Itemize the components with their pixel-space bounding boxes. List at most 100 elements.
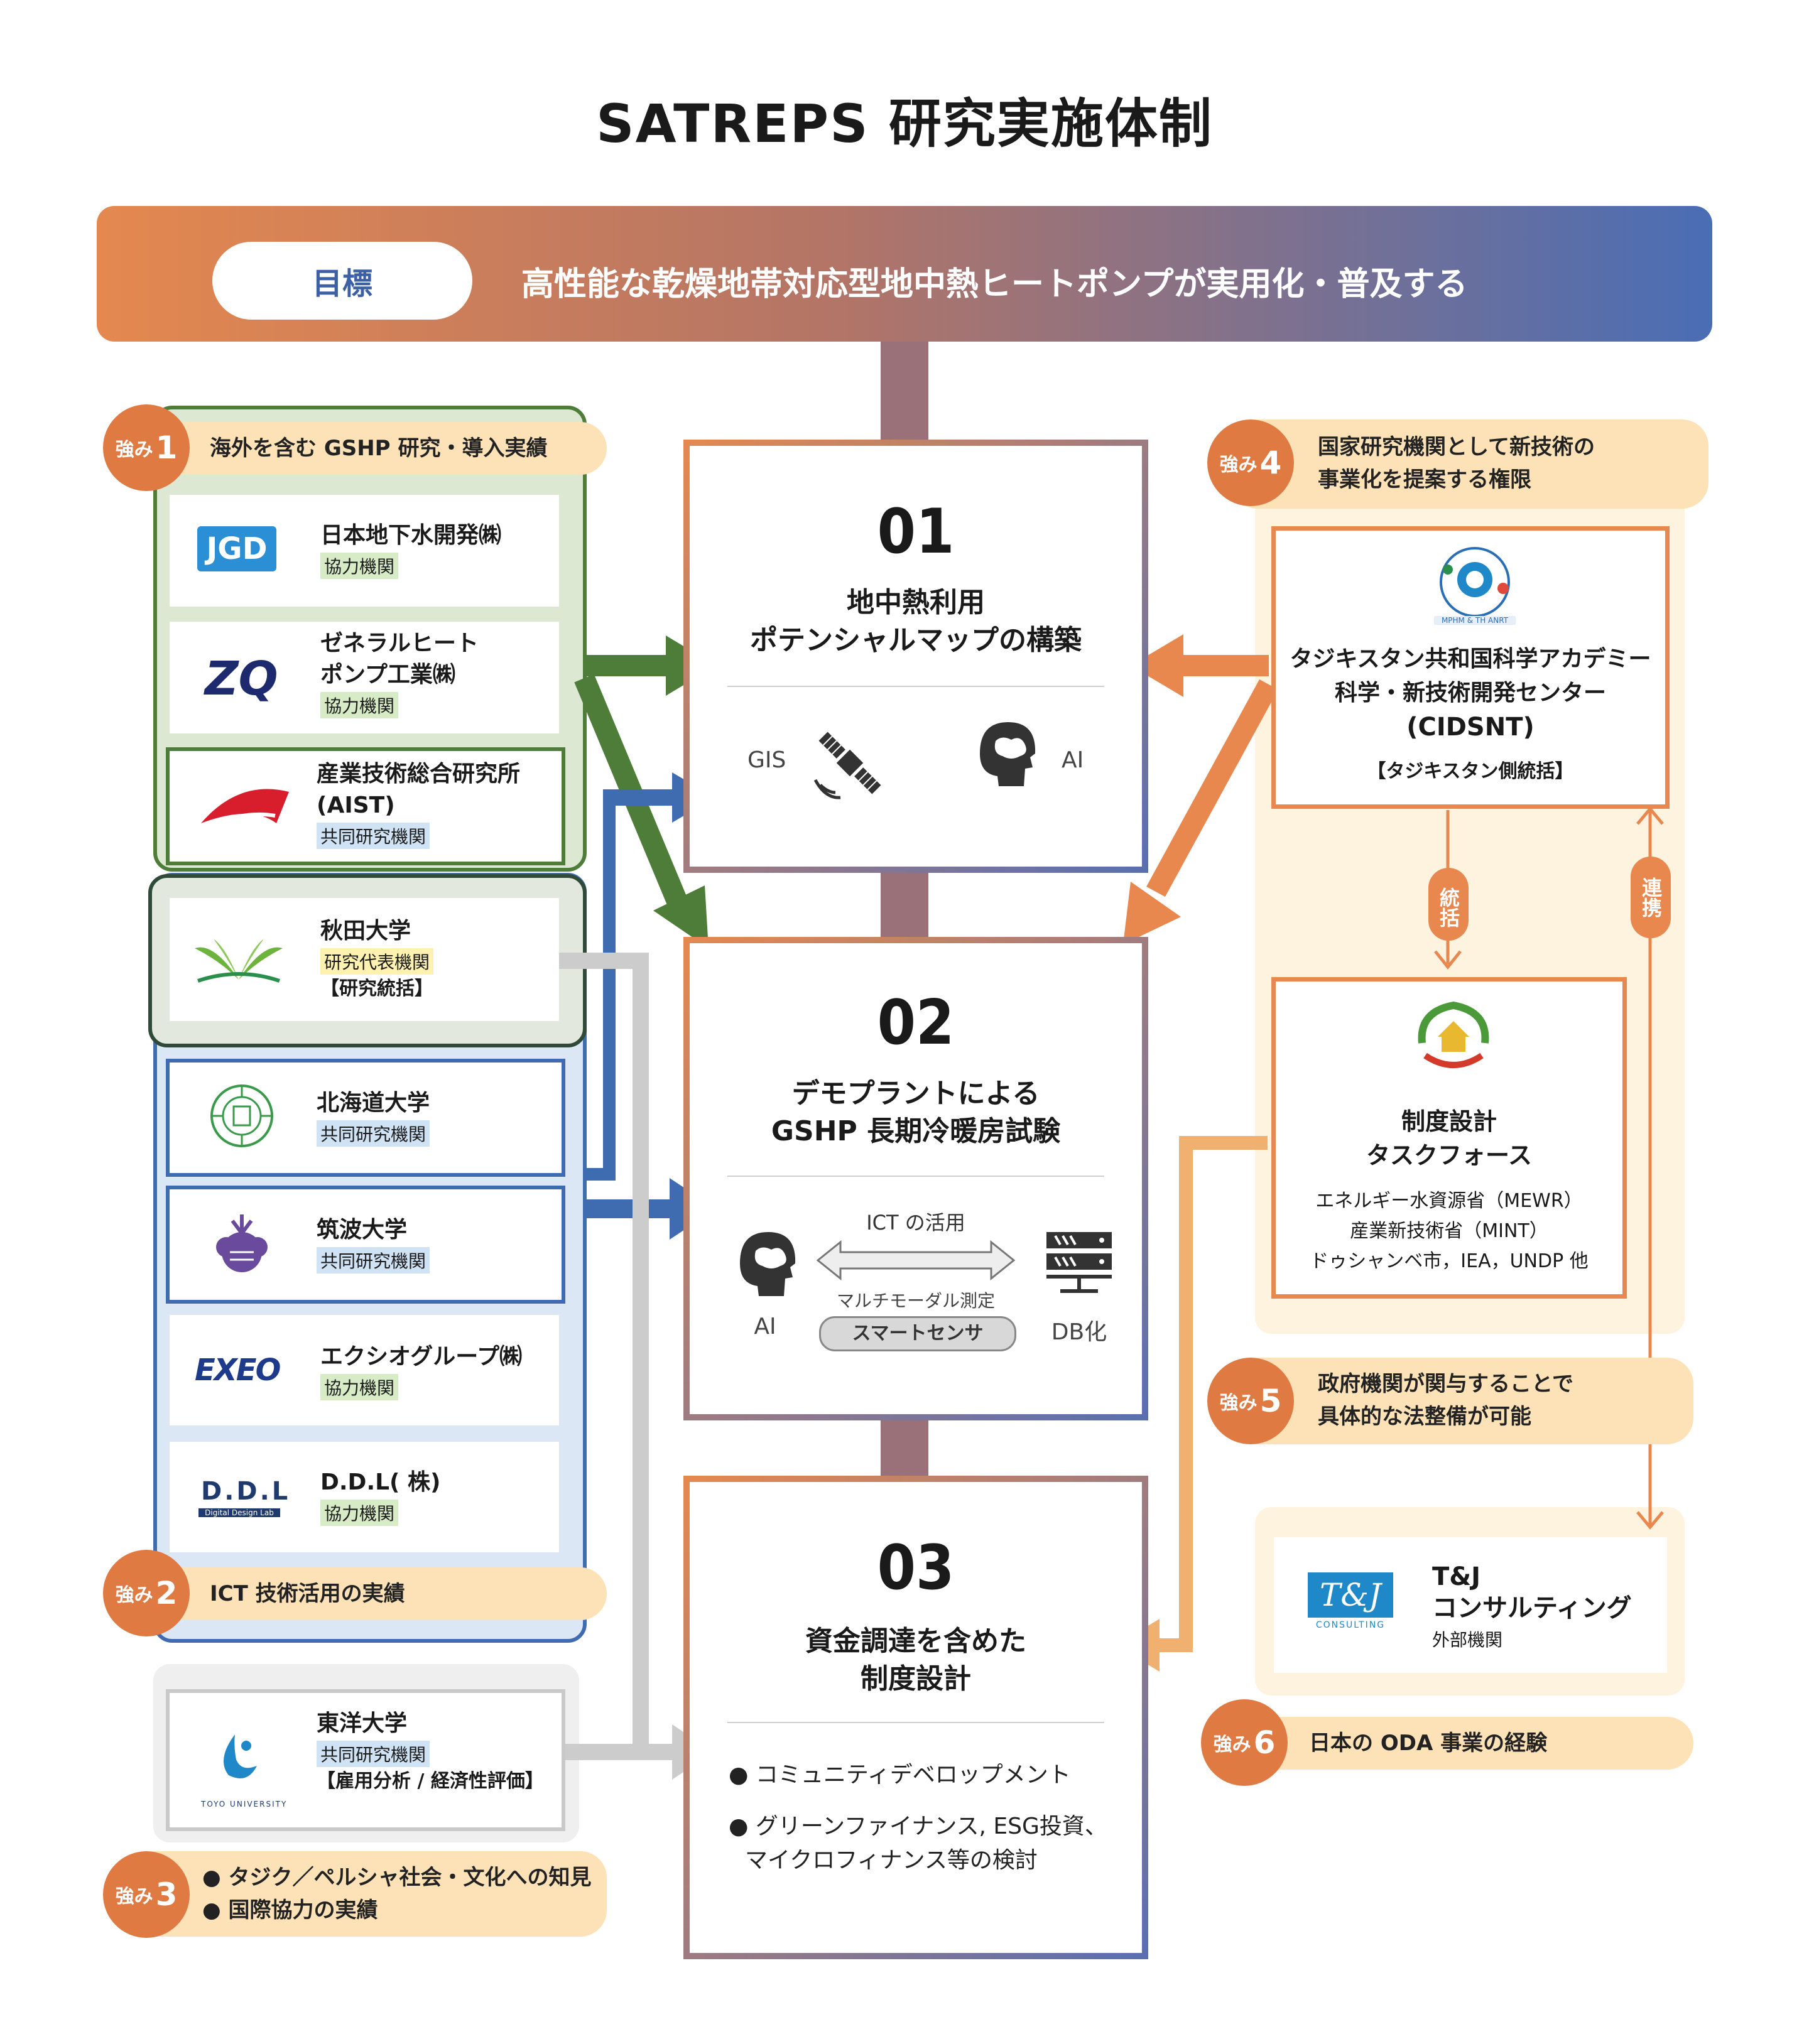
goal-label: 目標 xyxy=(212,242,472,320)
jgd-logo: JGD xyxy=(197,526,276,571)
org-name: エクシオグループ㈱ xyxy=(320,1344,523,1370)
org-name: 北海道大学 xyxy=(317,1090,430,1116)
strength-1-text: 海外を含む GSHP 研究・導入実績 xyxy=(210,436,548,461)
org-name: 秋田大学 xyxy=(320,918,411,944)
org-name: 筑波大学 xyxy=(317,1217,408,1243)
aist-logo xyxy=(201,789,289,826)
box-01: 01 地中熱利用 ポテンシャルマップの構築 GIS AI xyxy=(683,440,1148,873)
box-02-title-line-1: デモプラントによる xyxy=(791,1078,1040,1110)
strength-4-line-2: 事業化を提案する権限 xyxy=(1318,467,1531,492)
box-03-bullets: ● コミュニティデベロップメント ● グリーンファイナンス, ESG投資、 マイ… xyxy=(729,1758,1107,1878)
member: 産業新技術省（MINT） xyxy=(1350,1220,1548,1242)
server-icon xyxy=(1046,1232,1112,1293)
org-name-line-2: (AIST) xyxy=(317,792,395,818)
green-arrowhead-02 xyxy=(653,885,709,948)
cooperate-head-bottom xyxy=(1636,1511,1664,1530)
taskforce-title-line-2: タスクフォース xyxy=(1366,1142,1533,1169)
page-title: SATREPS 研究実施体制 xyxy=(596,93,1213,154)
org-card-jgd: JGD 日本地下水開発㈱ 協力機関 xyxy=(170,495,559,607)
org-name: D.D.L( 株) xyxy=(320,1469,441,1495)
org-note: 【研究統括】 xyxy=(320,978,433,1000)
box-02: 02 デモプラントによる GSHP 長期冷暖房試験 AI ICT の活用 マルチ… xyxy=(683,937,1148,1420)
strength-3-text: ● タジク／ペルシャ社会・文化への知見 ● 国際協力の実績 xyxy=(202,1861,592,1927)
org-card-tj: T&J CONSULTING T&J コンサルティング 外部機関 xyxy=(1274,1537,1667,1673)
org-card-tsukuba: 筑波大学 共同研究機関 xyxy=(166,1186,565,1304)
ai-label: AI xyxy=(1062,747,1084,773)
strength-5-line-2: 具体的な法整備が可能 xyxy=(1318,1404,1531,1429)
org-name-line-1: ゼネラルヒート xyxy=(320,630,479,656)
org-name: 東洋大学 xyxy=(317,1711,408,1736)
org-tag: 協力機関 xyxy=(320,553,399,579)
box-01-number: 01 xyxy=(877,496,955,568)
box-02-title: デモプラントによる GSHP 長期冷暖房試験 xyxy=(690,1075,1142,1150)
org-tag: 協力機関 xyxy=(320,692,399,718)
box-02-number: 02 xyxy=(877,987,955,1059)
strength-3-line-2: ● 国際協力の実績 xyxy=(202,1898,378,1923)
ai-brain-icon xyxy=(980,722,1036,786)
gis-label: GIS xyxy=(747,747,786,773)
taskforce-to-03-line xyxy=(1156,1136,1268,1652)
db-label: DB化 xyxy=(1051,1319,1107,1345)
org-name-line-1: 産業技術総合研究所 xyxy=(317,761,521,787)
cidsnt-note: 【タジキスタン側統括】 xyxy=(1367,760,1574,782)
box-03-title-line-1: 資金調達を含めた xyxy=(805,1625,1026,1657)
strength-6-text: 日本の ODA 事業の経験 xyxy=(1309,1731,1548,1756)
box-02-title-line-2: GSHP 長期冷暖房試験 xyxy=(771,1115,1061,1147)
taskforce-title-line-1: 制度設計 xyxy=(1401,1108,1497,1135)
member: ドゥシャンベ市，IEA，UNDP 他 xyxy=(1310,1250,1589,1272)
org-card-hokkaido: 北海道大学 共同研究機関 xyxy=(166,1059,565,1177)
akita-logo xyxy=(195,939,283,983)
strength-4-pill xyxy=(1231,419,1709,509)
orange-arrow-to-02 xyxy=(1146,679,1278,897)
satellite-icon xyxy=(813,732,881,799)
org-card-exeo: EXEO エクシオグループ㈱ 協力機関 xyxy=(170,1315,559,1425)
cidsnt-logo xyxy=(1440,547,1510,617)
hokkaido-logo xyxy=(210,1084,273,1147)
box-01-title-line-1: 地中熱利用 xyxy=(847,587,985,619)
blue-connector xyxy=(584,798,616,1181)
org-tag: 共同研究機関 xyxy=(317,1120,430,1147)
strength-4-line-1: 国家研究機関として新技術の xyxy=(1318,435,1595,460)
box-01-separator xyxy=(727,686,1104,687)
org-name-line-1: T&J xyxy=(1432,1562,1481,1591)
org-tag: 外部機関 xyxy=(1432,1630,1503,1650)
org-note: 【雇用分析 / 経済性評価】 xyxy=(317,1770,544,1792)
org-tag: 研究代表機関 xyxy=(320,948,434,975)
org-card-aist: 産業技術総合研究所 (AIST) 共同研究機関 xyxy=(166,747,565,865)
box-01-title-line-2: ポテンシャルマップの構築 xyxy=(750,624,1082,656)
ict-label: ICT の活用 xyxy=(866,1211,965,1235)
cidsnt-name-line-2: 科学・新技術開発センター xyxy=(1334,680,1606,706)
gray-connector xyxy=(540,953,649,1752)
org-tag: 協力機関 xyxy=(320,1500,399,1526)
tsukuba-logo xyxy=(216,1214,268,1272)
cidsnt-name-line-1: タジキスタン共和国科学アカデミー xyxy=(1290,646,1651,672)
member: エネルギー水資源省（MEWR） xyxy=(1315,1190,1583,1212)
strength-2-pill xyxy=(126,1567,607,1620)
double-arrow-icon xyxy=(816,1240,1016,1281)
org-name-line-2: ポンプ工業㈱ xyxy=(320,662,455,688)
toyo-logo-text: TOYO UNIVERSITY xyxy=(201,1800,288,1809)
tj-logo: T&J xyxy=(1308,1572,1393,1618)
zq-logo: ZQ xyxy=(205,652,278,706)
goal-text: 高性能な乾燥地帯対応型地中熱ヒートポンプが実用化・普及する xyxy=(521,266,1468,303)
box-02-separator xyxy=(727,1176,1104,1177)
toyo-logo xyxy=(224,1734,257,1778)
ai-label: AI xyxy=(754,1314,776,1339)
ddl-logo: D.D.L xyxy=(201,1477,291,1506)
cidsnt-logo-caption: MPHM & TH ANRT xyxy=(1434,616,1516,625)
box-03-number: 03 xyxy=(877,1532,955,1604)
box-01-title: 地中熱利用 ポテンシャルマップの構築 xyxy=(690,584,1142,659)
strength-1-pill xyxy=(126,422,607,475)
multimodal-label: マルチモーダル測定 xyxy=(836,1290,995,1311)
org-tag: 協力機関 xyxy=(320,1374,399,1400)
orange-arrowhead-01 xyxy=(1131,634,1183,697)
org-tag: 共同研究機関 xyxy=(317,1247,430,1273)
supervise-label: 統括 xyxy=(1428,868,1469,941)
box-03: 03 資金調達を含めた 制度設計 ● コミュニティデベロップメント ● グリーン… xyxy=(683,1476,1148,1959)
strength-3-pill xyxy=(126,1851,607,1937)
